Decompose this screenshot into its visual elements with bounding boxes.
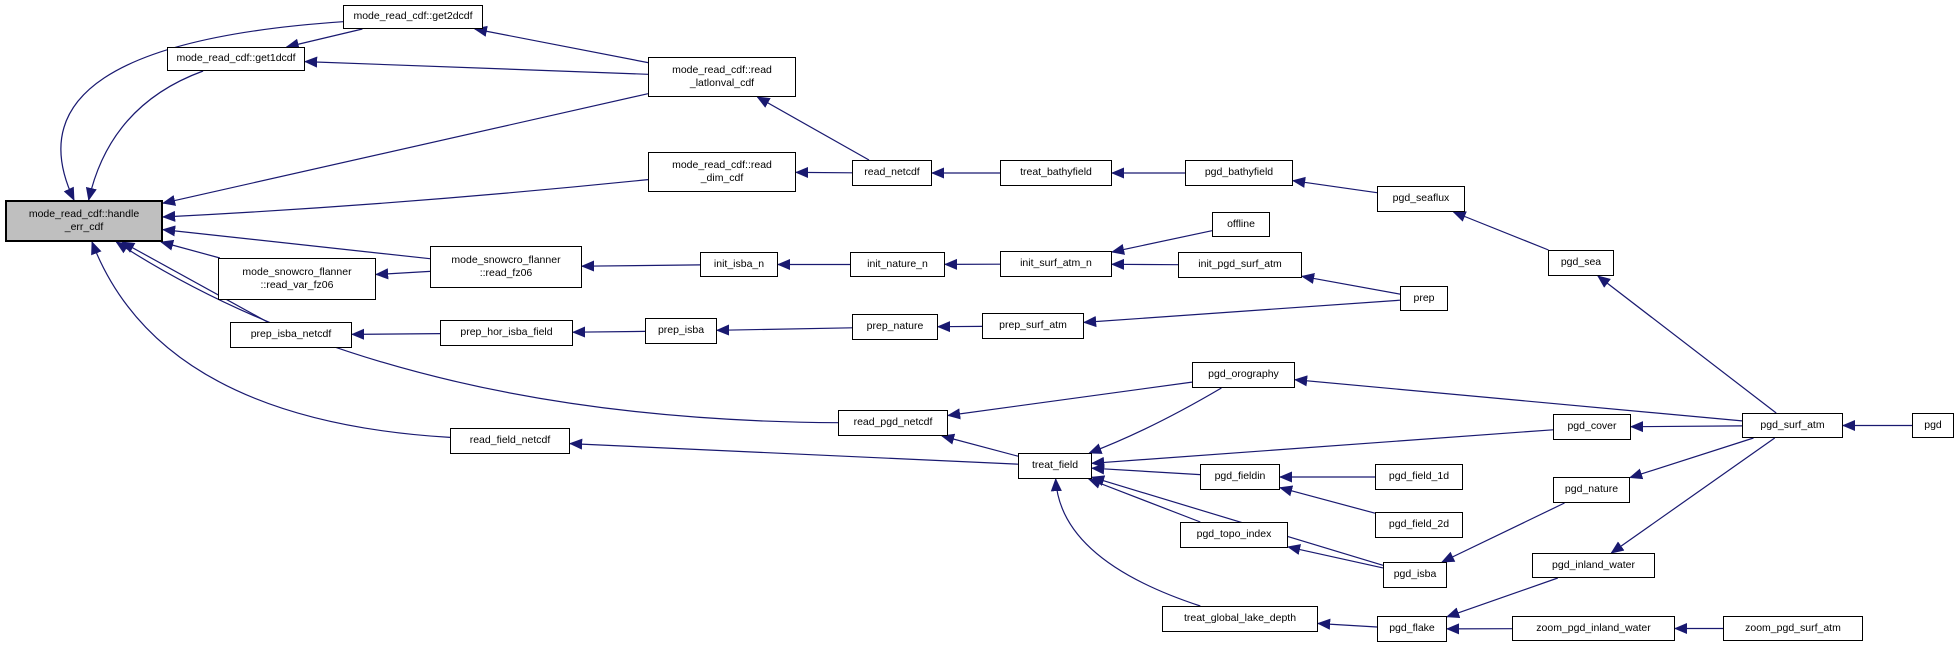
node-pgd_sea[interactable]: pgd_sea [1548,250,1614,276]
edge-pgd_surf_atm-to-pgd_inland_water [1610,437,1776,554]
edge-init_isba_n-to-read_fz06 [580,260,701,272]
edge-pgd_cover-to-treat_field [1090,429,1554,468]
node-prep_surf_atm[interactable]: prep_surf_atm [982,313,1084,339]
node-zoom_pgd_surf_atm[interactable]: zoom_pgd_surf_atm [1723,616,1863,641]
node-pgd_field_1d[interactable]: pgd_field_1d [1375,464,1463,490]
node-read_pgd_netcdf[interactable]: read_pgd_netcdf [838,410,948,436]
node-pgd_inland_water[interactable]: pgd_inland_water [1532,553,1655,578]
edge-pgd_seaflux-to-pgd_bathyfield [1291,176,1378,194]
edge-pgd_surf_atm-to-pgd_sea [1597,275,1777,414]
edge-pgd_flake-to-treat_global_lake_depth [1316,618,1378,630]
edge-pgd_inland_water-to-pgd_flake [1446,577,1558,619]
edge-get1dcdf-to-handle_err_cdf [85,70,204,202]
node-pgd_orography[interactable]: pgd_orography [1192,362,1295,388]
edge-prep_isba_netcdf-to-handle_err_cdf [121,241,268,323]
node-pgd_flake[interactable]: pgd_flake [1377,616,1447,642]
edge-read_dim_cdf-to-handle_err_cdf [161,179,649,222]
node-pgd_cover[interactable]: pgd_cover [1553,414,1631,440]
node-get1dcdf[interactable]: mode_read_cdf::get1dcdf [167,47,305,71]
edge-pgd_nature-to-pgd_isba [1441,502,1565,563]
node-treat_global_lake_depth[interactable]: treat_global_lake_depth [1162,606,1318,632]
node-init_surf_atm_n[interactable]: init_surf_atm_n [1000,251,1112,277]
node-pgd_fieldin[interactable]: pgd_fieldin [1200,464,1280,490]
edge-pgd_surf_atm-to-pgd_cover [1629,421,1743,433]
node-handle_err_cdf[interactable]: mode_read_cdf::handle _err_cdf [5,200,163,242]
node-pgd_nature[interactable]: pgd_nature [1553,477,1630,503]
node-get2dcdf[interactable]: mode_read_cdf::get2dcdf [343,5,483,29]
edge-pgd_orography-to-treat_field [1088,387,1222,454]
edge-prep-to-init_pgd_surf_atm [1300,273,1401,295]
edge-read_netcdf-to-read_latlonval_cdf [756,96,870,161]
node-init_isba_n[interactable]: init_isba_n [700,252,778,277]
node-prep_isba_netcdf[interactable]: prep_isba_netcdf [230,322,352,348]
node-pgd_seaflux[interactable]: pgd_seaflux [1377,186,1465,212]
node-read_field_netcdf[interactable]: read_field_netcdf [450,428,570,454]
node-zoom_pgd_inland_water[interactable]: zoom_pgd_inland_water [1512,616,1675,641]
node-prep_hor_isba_field[interactable]: prep_hor_isba_field [440,320,573,346]
edge-read_field_netcdf-to-handle_err_cdf [91,241,451,438]
edge-read_pgd_netcdf-to-handle_err_cdf [115,241,839,424]
node-pgd_topo_index[interactable]: pgd_topo_index [1180,522,1288,548]
node-read_dim_cdf[interactable]: mode_read_cdf::read _dim_cdf [648,152,796,192]
node-pgd[interactable]: pgd [1912,413,1954,438]
edge-prep_isba-to-prep_hor_isba_field [571,326,646,338]
edges-group [60,21,1912,635]
edge-offline-to-init_surf_atm_n [1110,230,1213,255]
node-pgd_bathyfield[interactable]: pgd_bathyfield [1185,160,1293,186]
edge-read_fz06-to-read_var_fz06 [374,268,431,280]
node-pgd_isba[interactable]: pgd_isba [1383,562,1447,588]
node-read_fz06[interactable]: mode_snowcro_flanner ::read_fz06 [430,246,582,288]
node-prep[interactable]: prep [1400,286,1448,311]
edge-treat_field-to-read_field_netcdf [568,438,1019,465]
node-prep_nature[interactable]: prep_nature [852,314,938,340]
node-init_nature_n[interactable]: init_nature_n [850,252,945,277]
node-treat_bathyfield[interactable]: treat_bathyfield [1000,160,1112,186]
node-read_netcdf[interactable]: read_netcdf [852,160,932,186]
edge-pgd_fieldin-to-treat_field [1090,463,1201,476]
edge-pgd_sea-to-pgd_seaflux [1452,211,1549,251]
node-pgd_field_2d[interactable]: pgd_field_2d [1375,512,1463,538]
edge-prep_nature-to-prep_isba [715,324,853,336]
edge-pgd_surf_atm-to-pgd_nature [1628,437,1754,480]
edge-treat_global_lake_depth-to-treat_field [1050,477,1201,607]
edge-prep-to-prep_surf_atm [1082,299,1401,328]
node-pgd_surf_atm[interactable]: pgd_surf_atm [1742,413,1843,438]
edge-pgd_orography-to-read_pgd_netcdf [946,381,1193,420]
node-offline[interactable]: offline [1212,212,1270,237]
edge-prep_hor_isba_field-to-prep_isba_netcdf [350,328,441,340]
edge-read_latlonval_cdf-to-get1dcdf [303,56,649,75]
edge-pgd_isba-to-treat_field [1090,475,1384,566]
node-prep_isba[interactable]: prep_isba [645,318,717,344]
edge-treat_field-to-read_pgd_netcdf [940,433,1019,457]
edge-read_var_fz06-to-handle_err_cdf [160,239,221,259]
node-read_latlonval_cdf[interactable]: mode_read_cdf::read _latlonval_cdf [648,57,796,97]
edge-pgd_isba-to-pgd_topo_index [1286,544,1384,569]
edge-get2dcdf-to-handle_err_cdf [60,21,344,201]
edge-pgd_field_2d-to-pgd_fieldin [1278,485,1376,514]
edge-pgd_topo_index-to-treat_field [1087,478,1201,523]
node-init_pgd_surf_atm[interactable]: init_pgd_surf_atm [1178,252,1302,278]
edge-pgd_surf_atm-to-pgd_orography [1293,375,1743,422]
node-read_var_fz06[interactable]: mode_snowcro_flanner ::read_var_fz06 [218,258,376,300]
edge-read_latlonval_cdf-to-handle_err_cdf [161,93,649,206]
edge-get2dcdf-to-get1dcdf [285,28,363,50]
edge-read_latlonval_cdf-to-get2dcdf [473,25,649,64]
node-treat_field[interactable]: treat_field [1018,453,1092,479]
edge-read_fz06-to-handle_err_cdf [161,225,431,260]
